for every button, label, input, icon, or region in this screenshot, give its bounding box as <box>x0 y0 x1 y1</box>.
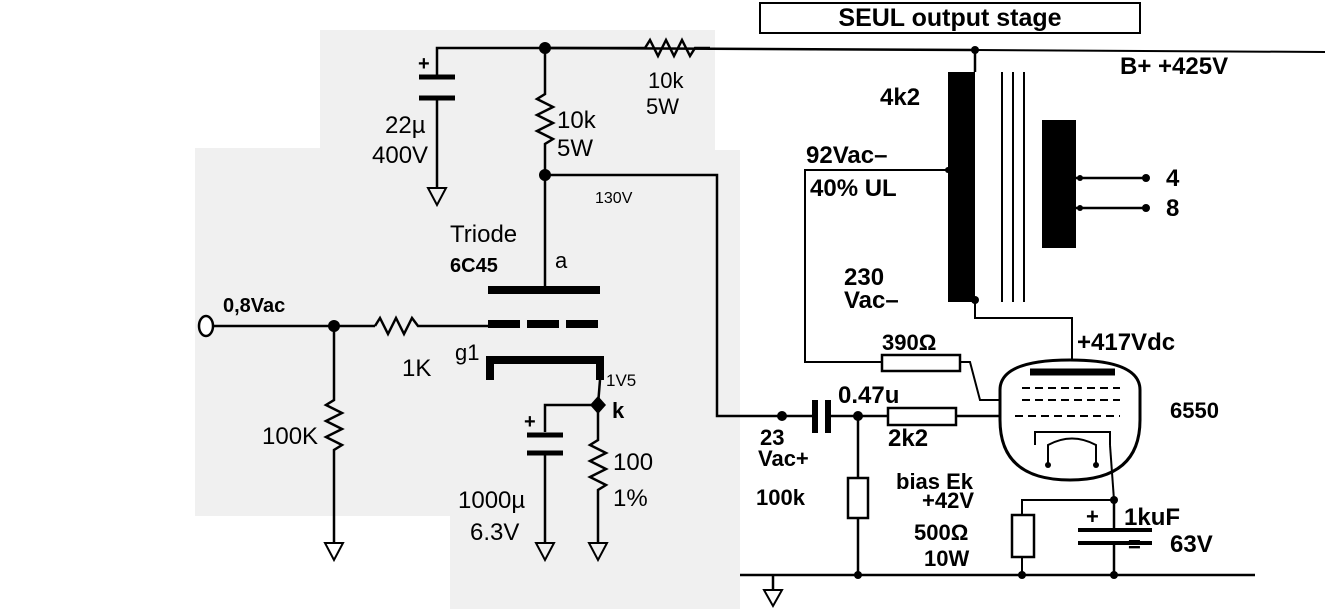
ground-node-2 <box>1018 571 1026 579</box>
screen-resistor <box>880 353 962 373</box>
grid-resistor-symbol <box>373 315 488 337</box>
grid-stopper-resistor <box>886 406 958 427</box>
input-level: 0,8Vac <box>223 295 285 317</box>
input-jack-icon <box>197 314 215 338</box>
plate-ac-value: 230 <box>844 264 884 291</box>
pentode-cathode-lead <box>1109 444 1115 501</box>
bias-voltage: +42V <box>922 488 974 513</box>
output-grid-leak-resistor <box>846 476 870 520</box>
cathode-cap-voltage: 6.3V <box>470 519 519 546</box>
title: SEUL output stage <box>838 4 1061 32</box>
bias-res-power: 10W <box>924 546 969 571</box>
decouple-cap-voltage: 400V <box>372 142 428 169</box>
plate-dc: +417Vdc <box>1077 329 1175 356</box>
tap-4-inner-node <box>1077 175 1083 181</box>
anode-res-value: 10k <box>557 107 597 134</box>
ground-node-1 <box>854 571 862 579</box>
output-cap-plus: + <box>1086 504 1099 529</box>
cathode-cap-plus: + <box>524 411 536 433</box>
ul-voltage: 92Vac– <box>806 142 887 169</box>
plate-node <box>971 296 979 304</box>
triode-cathode <box>486 356 604 380</box>
heater-pin-1 <box>1045 462 1051 468</box>
anode-coupling-wire <box>545 173 780 418</box>
triode-name: 6C45 <box>450 255 498 277</box>
decouple-res-value: 10k <box>648 68 684 93</box>
output-tube-name: 6550 <box>1170 398 1219 423</box>
panel-top <box>320 30 715 150</box>
output-grid-leak-value: 100k <box>756 485 806 510</box>
bias-res-value: 500Ω <box>914 520 968 545</box>
cathode-cap-value: 1000µ <box>458 487 525 514</box>
cathode-label: k <box>612 398 625 423</box>
tap-8-inner-node <box>1077 205 1083 211</box>
tap-4-label: 4 <box>1166 165 1180 192</box>
panel-bottom <box>450 516 595 609</box>
cathode-cap-wire <box>543 403 598 432</box>
bias-label: bias Ek <box>896 469 974 494</box>
ground-icon-main <box>762 589 784 609</box>
cathode-resistor-symbol <box>587 405 609 543</box>
decouple-resistor-symbol <box>545 37 710 59</box>
tap-4-terminal <box>1142 174 1150 182</box>
ul-wire <box>804 169 948 363</box>
ground-icon-4 <box>587 542 609 563</box>
anode-resistor-symbol <box>534 48 556 175</box>
grid-leak-symbol <box>323 326 345 543</box>
cathode-res-tol: 1% <box>613 485 648 512</box>
bias-res-wire <box>1021 499 1114 515</box>
decouple-cap-value: 22µ <box>385 112 426 139</box>
output-grid-ac-value: 23 <box>760 425 784 450</box>
ground-icon-1 <box>426 187 448 208</box>
output-cap-value: 1kuF <box>1124 504 1180 531</box>
plate-ac-unit: Vac– <box>844 287 899 314</box>
coupling-cap-value: 0.47u <box>838 382 899 409</box>
ground-icon-3 <box>534 542 556 563</box>
ground-icon-2 <box>323 542 345 563</box>
triode-type: Triode <box>450 221 517 248</box>
anode-res-power: 5W <box>557 135 593 162</box>
output-grid-ac-unit: Vac+ <box>758 446 809 471</box>
anode-label: a <box>555 248 568 273</box>
grid-label: g1 <box>455 340 479 365</box>
tap-8-label: 8 <box>1166 195 1179 222</box>
heater-pin-2 <box>1093 462 1099 468</box>
bplus-rail-right <box>974 49 1325 53</box>
anode-voltage: 130V <box>595 190 633 207</box>
ground-node-3 <box>1110 571 1118 579</box>
decouple-cap-wire <box>435 46 545 75</box>
cathode-voltage: 1V5 <box>606 371 636 390</box>
pentode-cathode <box>1034 431 1111 445</box>
grid-resistor-value: 1K <box>402 355 431 382</box>
pentode-heater <box>1047 437 1097 465</box>
primary-impedance: 4k2 <box>880 84 920 111</box>
pentode-envelope <box>998 358 1142 482</box>
cathode-res-value: 100 <box>613 449 653 476</box>
decouple-cap-plus: + <box>418 53 430 75</box>
output-cap-minus: = <box>1128 532 1141 557</box>
output-cap-voltage: 63V <box>1170 531 1213 558</box>
plate-wire <box>974 302 1073 365</box>
ul-ratio: 40% UL <box>810 175 897 202</box>
grid-leak-value: 100K <box>262 423 318 450</box>
decouple-res-power: 5W <box>646 94 679 119</box>
panel-left <box>195 148 595 516</box>
grid-stopper-value: 2k2 <box>888 425 928 452</box>
bplus-label: B+ +425V <box>1120 53 1228 80</box>
tap-8-terminal <box>1142 204 1150 212</box>
transformer-primary <box>948 72 975 302</box>
bias-resistor <box>1010 513 1036 559</box>
transformer-secondary <box>1042 120 1076 248</box>
screen-resistor-value: 390Ω <box>882 330 936 355</box>
title-box <box>759 2 1141 34</box>
